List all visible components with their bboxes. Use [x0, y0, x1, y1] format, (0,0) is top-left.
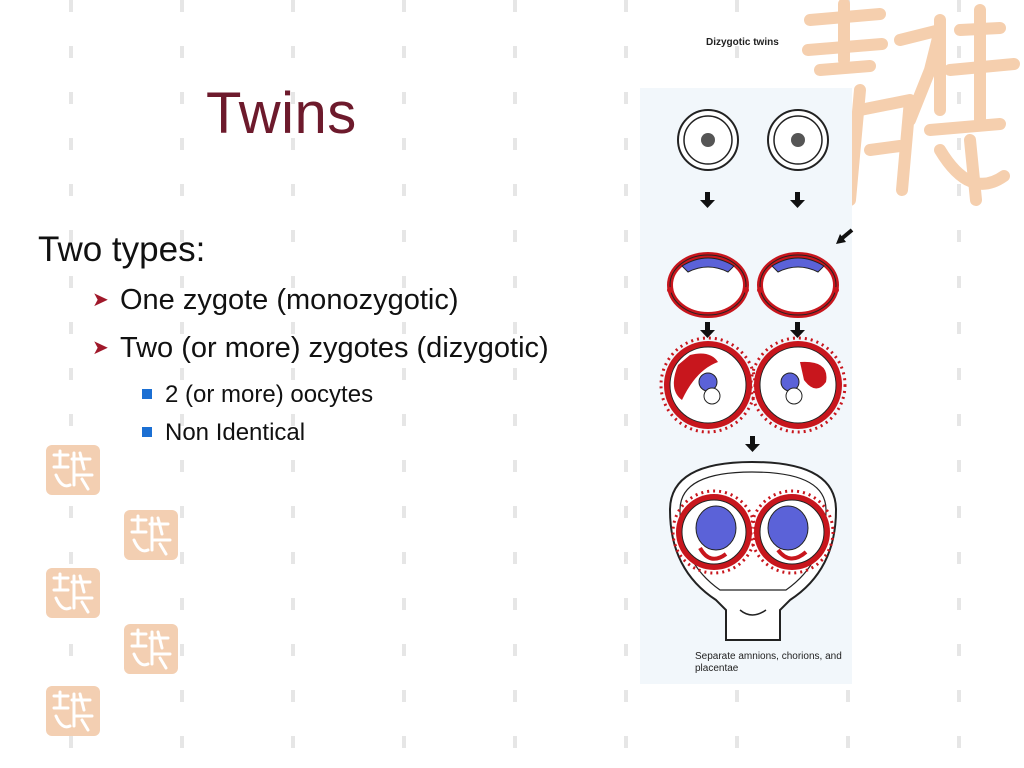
bullet-text: One zygote (monozygotic)	[120, 284, 459, 316]
seal-stamp-1	[46, 445, 100, 495]
slide-body: Two types: ➤ One zygote (monozygotic) ➤ …	[38, 230, 598, 452]
blastocyst-left	[667, 252, 749, 318]
sub-bullet-text: 2 (or more) oocytes	[165, 381, 374, 408]
seal-stamp-5	[46, 686, 100, 736]
diagonal-arrow-icon	[836, 228, 854, 244]
bullet-dizygotic: ➤ Two (or more) zygotes (dizygotic)	[38, 328, 598, 368]
down-arrow-icon	[700, 192, 805, 208]
figure-caption: Separate amnions, chorions, and placenta…	[695, 651, 842, 674]
zygote-right	[767, 109, 829, 171]
down-arrow-icon	[745, 436, 760, 452]
sub-bullet-text: Non Identical	[165, 419, 306, 446]
slide-title: Twins	[206, 81, 357, 146]
sub-bullet-oocytes: 2 (or more) oocytes	[38, 376, 598, 414]
down-arrow-icon	[700, 322, 805, 338]
bullet-monozygotic: ➤ One zygote (monozygotic)	[38, 280, 598, 320]
sub-bullet-non-identical: Non Identical	[38, 414, 598, 452]
uterus-with-twins	[668, 460, 838, 641]
lead-text: Two types:	[38, 230, 206, 269]
zygote-left	[677, 109, 739, 171]
implanted-embryo-right	[749, 336, 847, 434]
seal-stamp-3	[46, 568, 100, 618]
bullet-text: Two (or more) zygotes (dizygotic)	[120, 332, 549, 364]
arrow-bullet-icon: ➤	[92, 337, 109, 359]
blastocyst-right	[757, 252, 839, 318]
figure-title: Dizygotic twins	[706, 37, 779, 48]
implanted-embryo-left	[659, 336, 757, 434]
arrow-bullet-icon: ➤	[92, 289, 109, 311]
dizygotic-twins-diagram	[659, 109, 854, 641]
square-bullet-icon	[142, 389, 152, 399]
seal-stamp-4	[124, 624, 178, 674]
square-bullet-icon	[142, 427, 152, 437]
seal-stamp-2	[124, 510, 178, 560]
